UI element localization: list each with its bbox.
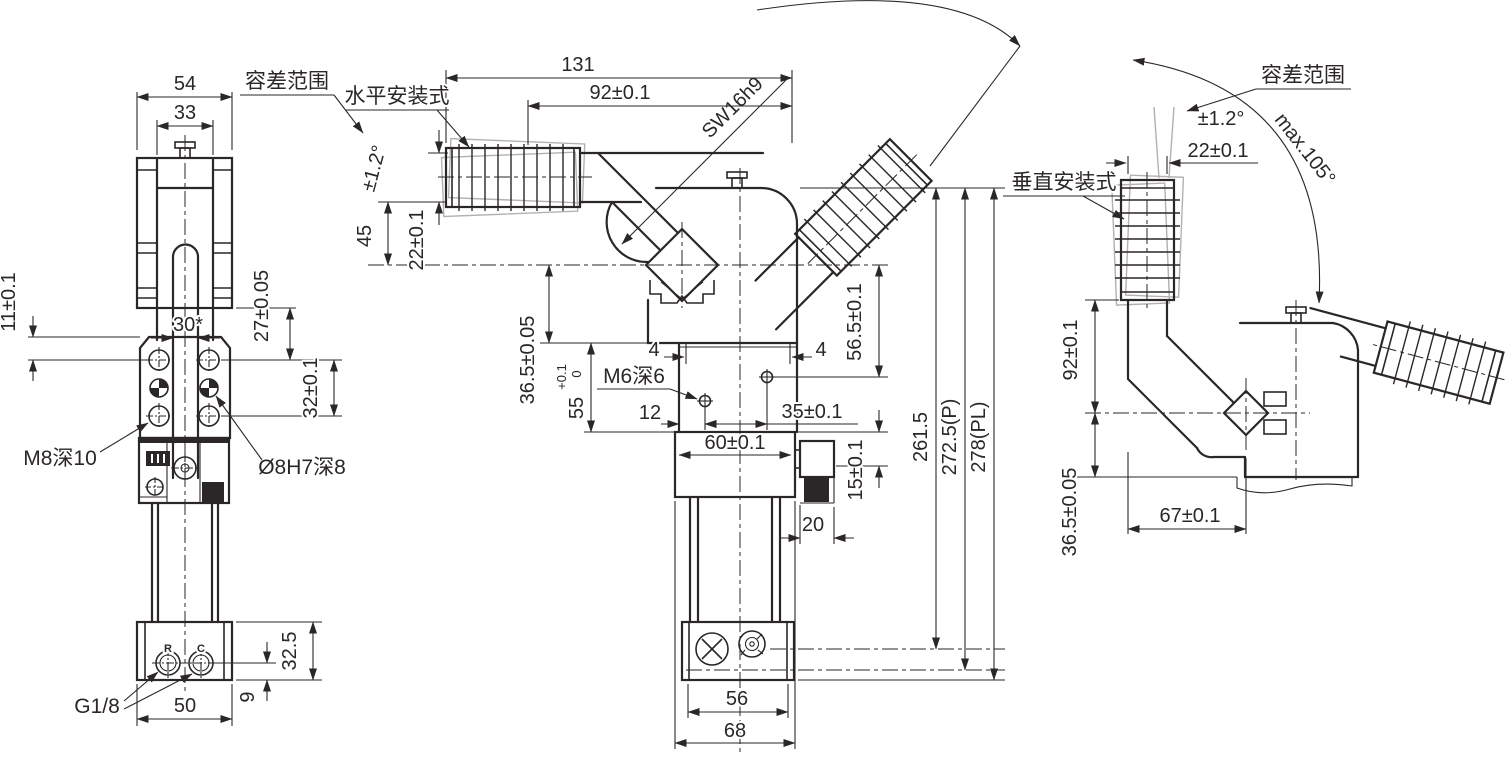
mount-holes bbox=[146, 347, 222, 429]
dim-35: 35±0.1 bbox=[781, 401, 842, 423]
dim-55-minus: 0 bbox=[569, 370, 584, 377]
side-view: SW16h9 131 92±0.1 容差范围 水平安装式 ±1.2° 45 22… bbox=[240, 0, 1021, 752]
label-dowel: Ø8H7深8 bbox=[258, 456, 346, 479]
cable-connector bbox=[202, 482, 224, 503]
dim-11: 11±0.1 bbox=[0, 272, 20, 332]
cross-screw bbox=[695, 632, 729, 666]
dim-131: 131 bbox=[561, 54, 594, 76]
dim-67: 67±0.1 bbox=[1159, 505, 1220, 527]
label-tolerance-range: 容差范围 bbox=[245, 70, 329, 93]
dim-32-5: 32.5 bbox=[279, 632, 301, 671]
front-view-dimensions: 54 33 30* 11±0.1 27±0.05 32±0.1 M8深10 Ø8… bbox=[0, 71, 348, 726]
dim-9: 9 bbox=[237, 691, 259, 702]
dim-30: 30* bbox=[173, 314, 203, 336]
arm-slot bbox=[171, 243, 200, 480]
side-view-dimensions: 131 92±0.1 容差范围 水平安装式 ±1.2° 45 22±0.1 36… bbox=[240, 52, 1005, 749]
label-m8: M8深10 bbox=[23, 447, 97, 470]
bottom-cap bbox=[680, 620, 796, 682]
clamp-arm-swung bbox=[733, 129, 942, 337]
dim-36-5: 36.5±0.05 bbox=[517, 316, 539, 405]
dim-278: 278(PL) bbox=[968, 401, 990, 472]
dim-45: 45 bbox=[354, 225, 376, 247]
dim-angle-tol: ±1.2° bbox=[358, 143, 391, 194]
end-view-outline bbox=[1085, 300, 1360, 494]
label-mount-vertical: 垂直安装式 bbox=[1012, 171, 1117, 194]
connector bbox=[795, 439, 836, 504]
dim-32: 32±0.1 bbox=[300, 357, 322, 418]
label-m6: M6深6 bbox=[603, 365, 665, 388]
front-view: 54 33 30* 11±0.1 27±0.05 32±0.1 M8深10 Ø8… bbox=[0, 71, 348, 726]
dim-15: 15±0.1 bbox=[845, 439, 867, 500]
dim-12: 12 bbox=[639, 402, 661, 424]
swing-arc bbox=[1132, 57, 1324, 304]
dim-angle-tol: ±1.2° bbox=[1198, 108, 1245, 130]
cylinder-tube bbox=[150, 501, 220, 624]
adjuster bbox=[738, 630, 766, 658]
dim-33: 33 bbox=[174, 102, 196, 124]
swing-arc bbox=[756, 0, 1021, 47]
dim-92: 92±0.1 bbox=[1060, 319, 1082, 380]
dim-56-5: 56.5±0.1 bbox=[844, 283, 866, 361]
head-body bbox=[646, 186, 799, 345]
dim-55-plus: +0.1 bbox=[554, 364, 569, 390]
cylinder-tube bbox=[688, 495, 782, 624]
mount-plate bbox=[673, 430, 797, 499]
lever-detail bbox=[649, 280, 715, 304]
label-g18: G1/8 bbox=[74, 695, 120, 718]
dim-36-5: 36.5±0.05 bbox=[1059, 468, 1081, 557]
swing-annotation: max.105° bbox=[1132, 57, 1341, 304]
sensor-block bbox=[137, 436, 231, 505]
label-hex: SW16h9 bbox=[698, 73, 768, 143]
front-view-outline bbox=[135, 135, 234, 692]
dim-22: 22±0.1 bbox=[1187, 140, 1248, 162]
dim-68: 68 bbox=[724, 720, 746, 742]
label-tolerance-range: 容差范围 bbox=[1261, 64, 1345, 87]
dim-60: 60±0.1 bbox=[704, 432, 765, 454]
dim-4-left: 4 bbox=[648, 339, 659, 361]
dim-92: 92±0.1 bbox=[589, 82, 650, 104]
dim-55: 55 bbox=[566, 397, 588, 419]
label-port-c: C bbox=[197, 643, 205, 655]
clevis-plate-lines bbox=[137, 169, 232, 299]
dim-272-5: 272.5(P) bbox=[939, 399, 961, 476]
dim-56: 56 bbox=[726, 688, 748, 710]
dim-22: 22±0.1 bbox=[406, 209, 428, 270]
dim-4-right: 4 bbox=[815, 339, 826, 361]
dowel-holes bbox=[149, 378, 219, 398]
end-view: max.105° 容差范围 ±1.2° 22±0.1 垂直安装式 92±0.1 … bbox=[1003, 57, 1506, 558]
dim-20: 20 bbox=[802, 514, 824, 536]
dim-27: 27±0.05 bbox=[251, 270, 273, 342]
clamp-arm-horizontal bbox=[436, 142, 663, 213]
side-view-outline bbox=[368, 151, 888, 752]
dim-261-5: 261.5 bbox=[910, 412, 932, 462]
label-port-r: R bbox=[164, 643, 172, 655]
clamp-arm-vertical bbox=[1113, 170, 1182, 380]
vent-button bbox=[726, 171, 748, 179]
dim-54: 54 bbox=[174, 73, 196, 95]
label-mount-horizontal: 水平安装式 bbox=[345, 85, 450, 108]
break-line bbox=[1236, 477, 1353, 494]
dim-50: 50 bbox=[174, 695, 196, 717]
clamp-arm-open bbox=[1295, 294, 1506, 413]
end-view-dimensions: 容差范围 ±1.2° 22±0.1 垂直安装式 92±0.1 36.5±0.05 bbox=[1003, 62, 1351, 558]
dim-max-swing: max.105° bbox=[1270, 109, 1339, 189]
